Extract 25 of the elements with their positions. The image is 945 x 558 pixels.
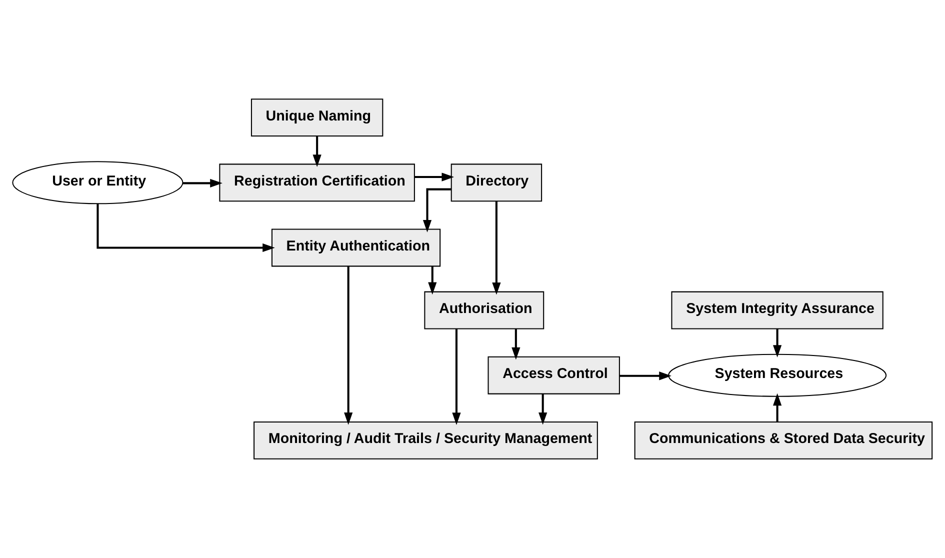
arrow: [414, 172, 454, 182]
arrow: [422, 188, 452, 232]
node-box: Entity Authentication: [271, 228, 441, 267]
arrow: [428, 266, 437, 295]
arrow: [773, 393, 782, 422]
arrow: [96, 204, 275, 252]
node-box: Unique Naming: [250, 98, 384, 137]
node-box: Registration Certification: [219, 164, 415, 202]
arrow: [182, 178, 222, 188]
node-box: Directory: [450, 164, 542, 202]
node-ellipse: User or Entity: [12, 161, 184, 204]
arrow: [512, 328, 520, 360]
node-ellipse: System Resources: [668, 354, 887, 397]
node-box: Monitoring / Audit Trails / Security Management: [254, 421, 598, 460]
arrow: [538, 394, 548, 425]
arrow: [773, 328, 782, 358]
node-box: System Integrity Assurance: [671, 291, 884, 330]
arrow: [312, 136, 322, 167]
arrow: [620, 372, 672, 380]
arrow: [492, 201, 501, 295]
node-box: Authorisation: [424, 291, 544, 330]
node-box: Communications & Stored Data Security: [634, 421, 933, 460]
node-box: Access Control: [488, 356, 620, 394]
arrow: [452, 328, 461, 425]
arrow: [344, 266, 353, 425]
